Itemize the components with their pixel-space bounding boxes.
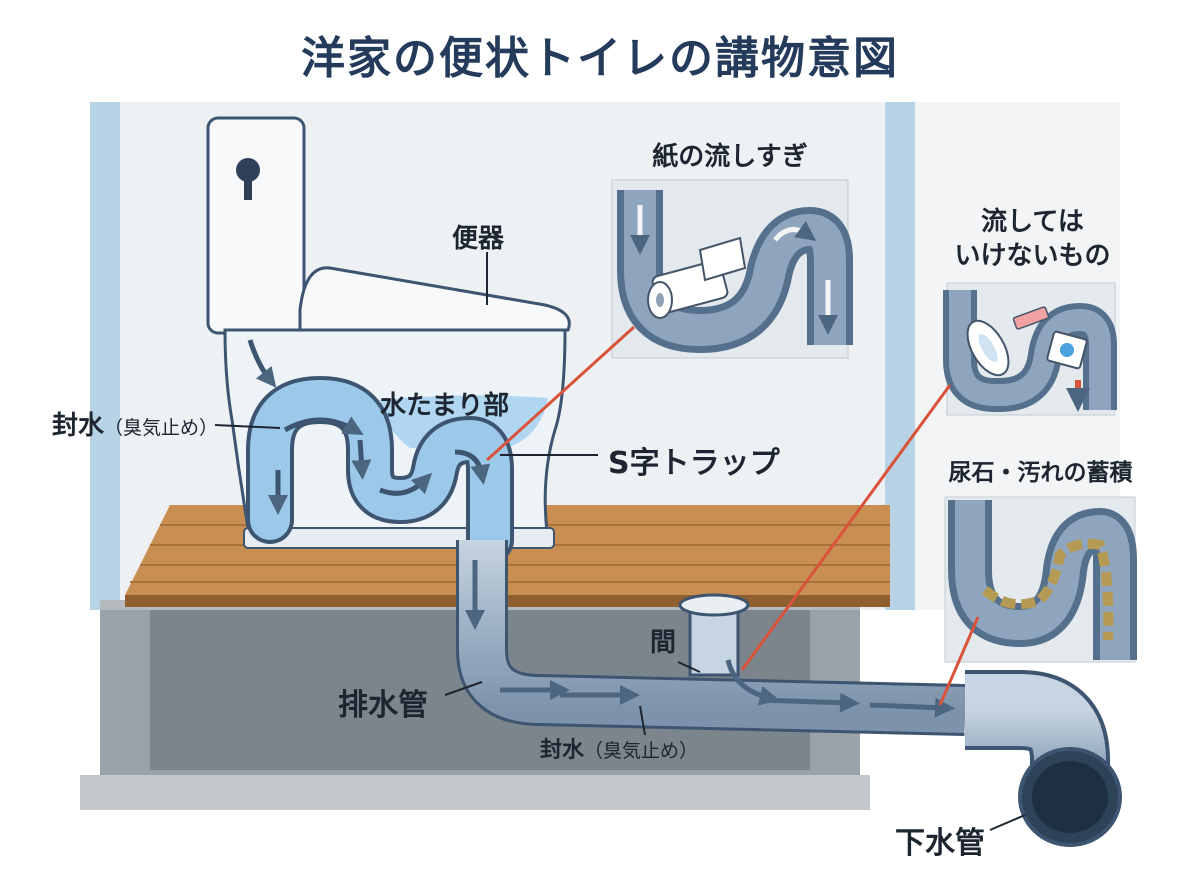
label-seal-water-pipe: 封水（臭気止め）	[540, 732, 698, 764]
panel-title-urine-scale: 尿石・汚れの蓄積	[948, 460, 1133, 486]
label-sewer-pipe: 下水管	[895, 826, 985, 861]
label-drain-pipe: 排水管	[338, 688, 428, 723]
panel-title-forbidden-line2: いけないもの	[954, 241, 1111, 271]
label-leaders	[214, 252, 1026, 831]
page-title: 洋家の便状トイレの講物意図	[301, 33, 899, 84]
label-water-pool: 水たまり部	[380, 391, 510, 421]
label-gap: 間	[650, 628, 677, 658]
inset-forbidden-items	[943, 282, 1117, 416]
panel-title-forbidden-line1: 流しては	[981, 207, 1084, 237]
panel-title-paper-overflush: 紙の流しすぎ	[652, 142, 808, 172]
drain-pipe	[456, 540, 966, 736]
sanitary-pad-icon	[966, 319, 1010, 377]
sewer-pipe	[965, 670, 1122, 847]
s-trap-pipe	[246, 339, 514, 564]
label-seal-water-main: 封水（臭気止め）	[52, 405, 218, 442]
seal-water-main-text: 封水	[52, 411, 105, 441]
panel-title-forbidden-items: 流しては いけないもの	[930, 205, 1135, 273]
wet-wipe-icon	[1046, 330, 1088, 370]
callout-lines	[485, 325, 980, 706]
seal-water-pipe-text: 封水	[540, 738, 585, 763]
inset-urine-scale	[944, 496, 1137, 663]
label-toilet: 便器	[452, 224, 505, 254]
seal-water-pipe-note: （臭気止め）	[584, 740, 699, 762]
seal-water-main-note: （臭気止め）	[104, 417, 219, 439]
inset-paper-overflush	[611, 179, 853, 359]
toilet-paper-roll-icon	[647, 236, 747, 319]
label-s-trap: S字トラップ	[608, 446, 780, 481]
